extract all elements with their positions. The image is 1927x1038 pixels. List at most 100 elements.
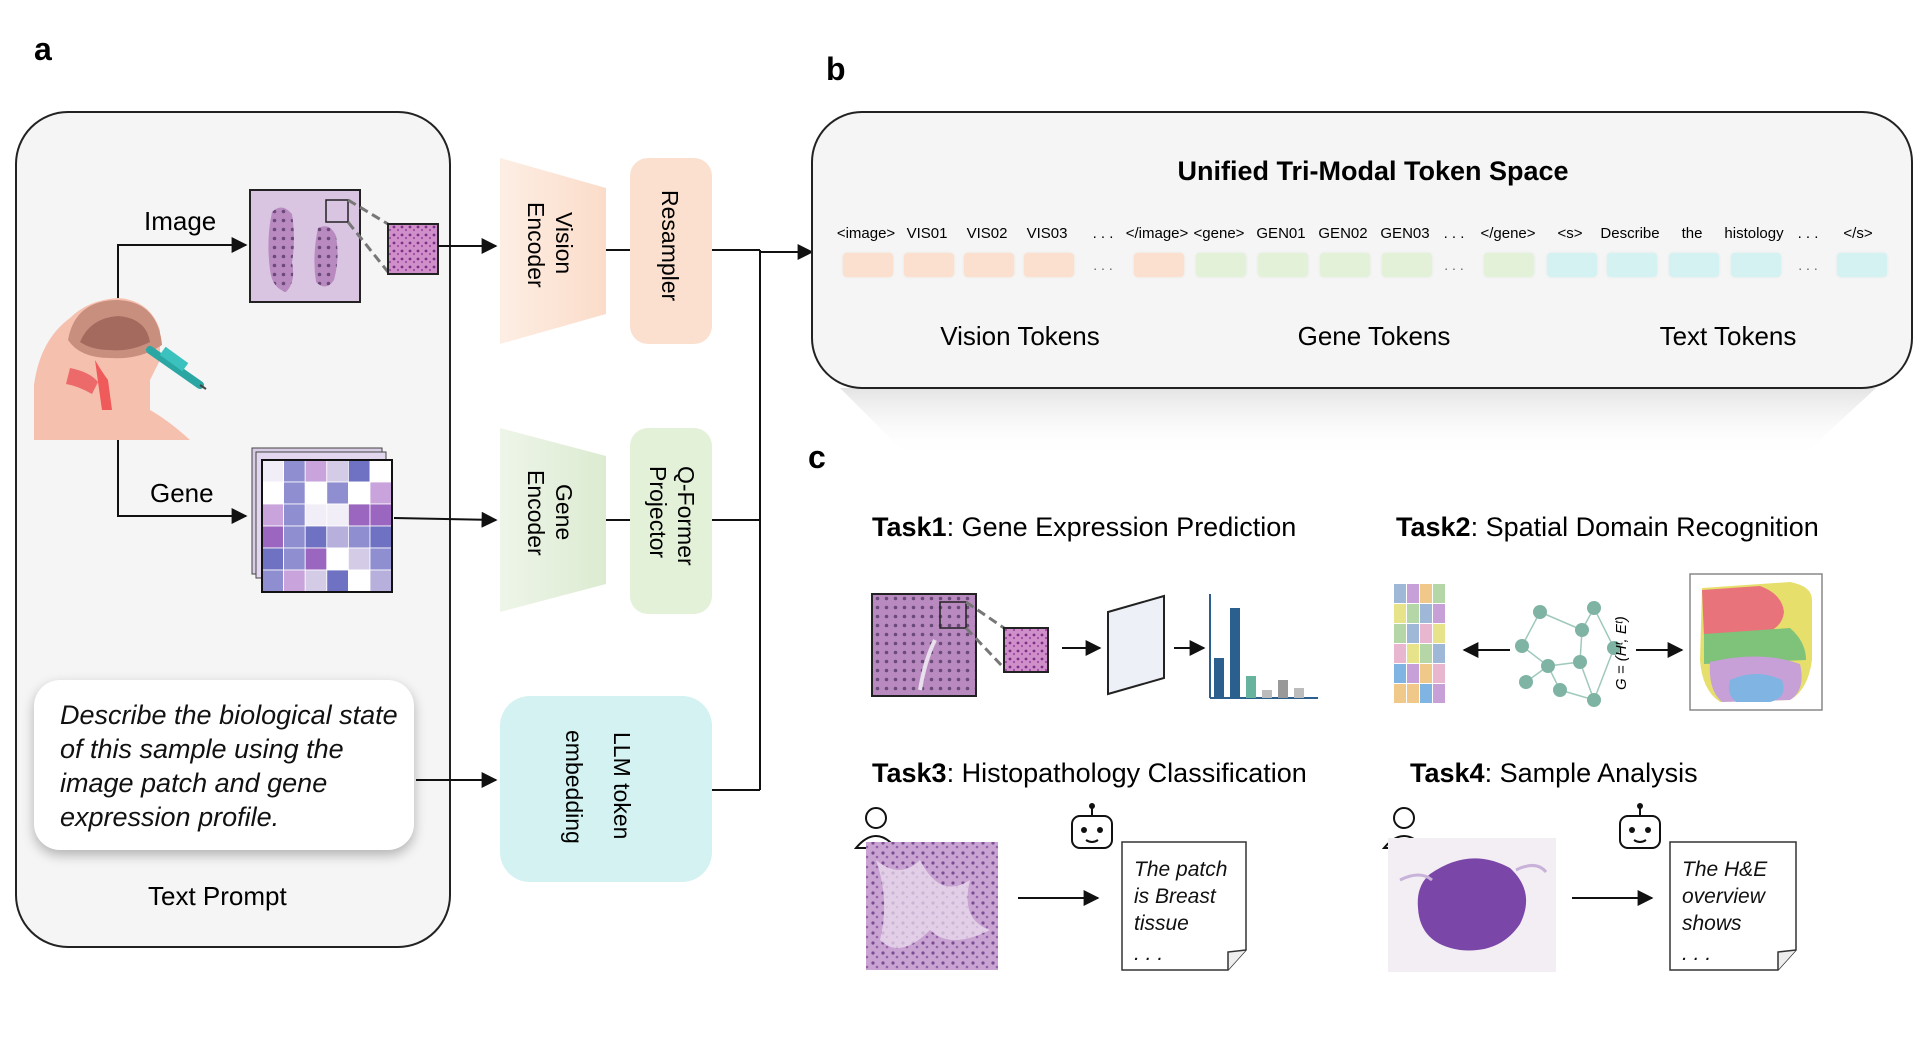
heatmap-cell <box>261 569 285 593</box>
svg-text:embedding: embedding <box>561 730 587 844</box>
token-text-box <box>1605 251 1659 279</box>
heatmap-cell <box>326 459 349 483</box>
token-label: . . . <box>1444 225 1465 242</box>
heatmap-cell <box>347 525 371 549</box>
group-label-gene: Gene Tokens <box>1298 321 1451 351</box>
token-label: the <box>1682 225 1703 242</box>
feature-cell <box>1407 584 1419 603</box>
token-label: . . . <box>1093 225 1114 242</box>
token-vision-box <box>841 251 895 279</box>
he-patch-zoom <box>387 223 439 275</box>
token-vision-box <box>962 251 1016 279</box>
token-box-ellipsis: . . . <box>1444 257 1463 273</box>
svg-text:Q-Former: Q-Former <box>673 466 699 566</box>
heatmap-cell <box>347 459 371 483</box>
task4-he-overview <box>1388 838 1556 972</box>
heatmap-cell <box>261 459 285 483</box>
heatmap-cell <box>369 569 393 593</box>
heatmap-cell <box>283 481 306 505</box>
panel-label-c: c <box>808 439 826 475</box>
task3-histology-image <box>866 842 998 970</box>
gene-to-encoder-arrow <box>393 511 498 528</box>
task1-slide <box>871 593 977 697</box>
task2-domain-map <box>1689 573 1823 711</box>
token-gene-box <box>1256 251 1310 279</box>
token-label: <s> <box>1557 225 1582 242</box>
heatmap-cell <box>326 481 349 505</box>
token-space-panel <box>811 111 1913 389</box>
task4-note-text: The H&E overview shows <box>1682 858 1768 935</box>
patient-head-illustration <box>34 298 207 440</box>
token-text-box <box>1667 251 1721 279</box>
heatmap-cell <box>326 547 349 571</box>
feature-cell <box>1433 644 1445 663</box>
task3-note-ellipsis: . . . <box>1134 942 1164 965</box>
heatmap-cell <box>283 525 306 549</box>
task3-note-text: The patch is Breast tissue <box>1134 858 1228 935</box>
heatmap-cell <box>283 547 306 571</box>
token-label: </image> <box>1126 225 1189 242</box>
token-text-box <box>1545 251 1599 279</box>
heatmap-cell <box>304 459 328 483</box>
heatmap-cell <box>369 525 393 549</box>
heatmap-cell <box>304 547 328 571</box>
token-label: <gene> <box>1194 225 1245 242</box>
feature-cell <box>1420 584 1432 603</box>
task4-note-ellipsis: . . . <box>1682 942 1712 965</box>
gene-expression-heatmap <box>251 447 393 593</box>
token-vision-box <box>902 251 956 279</box>
token-label: GEN01 <box>1256 225 1305 242</box>
token-box-ellipsis: . . . <box>1093 257 1112 273</box>
task4-title: Task4: Sample Analysis <box>1410 758 1698 788</box>
token-gene-box <box>1482 251 1536 279</box>
heatmap-cell <box>326 503 349 527</box>
feature-cell <box>1420 644 1432 663</box>
token-label: GEN02 <box>1318 225 1367 242</box>
qformer-label: Q-Former Projector <box>645 466 699 566</box>
svg-text:Encoder: Encoder <box>523 202 549 288</box>
text-prompt-content: Describe the biological state of this sa… <box>60 700 398 832</box>
feature-cell <box>1394 684 1406 703</box>
feature-cell <box>1433 584 1445 603</box>
feature-cell <box>1407 684 1419 703</box>
token-label: VIS03 <box>1027 225 1068 242</box>
token-text-box <box>1835 251 1889 279</box>
heatmap-cell <box>261 503 285 527</box>
svg-text:LLM token: LLM token <box>609 732 635 839</box>
token-space-title: Unified Tri-Modal Token Space <box>1177 156 1568 186</box>
heatmap-cell <box>369 503 393 527</box>
llm-embedding-label: LLM token embedding <box>561 730 635 844</box>
token-box-ellipsis: . . . <box>1798 257 1817 273</box>
heatmap-cell <box>369 547 393 571</box>
feature-cell <box>1407 644 1419 663</box>
heatmap-cell <box>347 503 371 527</box>
resampler-module <box>630 158 712 344</box>
gene-encoder-label: Gene Encoder <box>523 470 577 556</box>
heatmap-cell <box>261 481 285 505</box>
svg-text:Encoder: Encoder <box>523 470 549 556</box>
token-label: </gene> <box>1480 225 1535 242</box>
text-prompt-label: Text Prompt <box>148 881 287 911</box>
heatmap-cell <box>261 547 285 571</box>
task1-title: Task1: Gene Expression Prediction <box>872 512 1296 542</box>
feature-cell <box>1433 624 1445 643</box>
task1-patch <box>1003 627 1049 673</box>
heatmap-cell <box>304 525 328 549</box>
task1-bar-chart <box>1209 594 1318 699</box>
image-label: Image <box>144 206 216 236</box>
heatmap-cell <box>304 569 328 593</box>
image-branch-arrow <box>117 237 248 298</box>
panel-label-b: b <box>826 51 846 87</box>
vision-encoder-label: Vision Encoder <box>523 202 577 288</box>
heatmap-cell <box>261 525 285 549</box>
heatmap-cell <box>283 569 306 593</box>
group-label-vision: Vision Tokens <box>940 321 1099 351</box>
token-label: histology <box>1724 225 1784 242</box>
feature-cell <box>1407 624 1419 643</box>
token-gene-box <box>1194 251 1248 279</box>
feature-cell <box>1394 624 1406 643</box>
gene-label: Gene <box>150 478 214 508</box>
heatmap-cell <box>326 569 349 593</box>
feature-cell <box>1420 624 1432 643</box>
